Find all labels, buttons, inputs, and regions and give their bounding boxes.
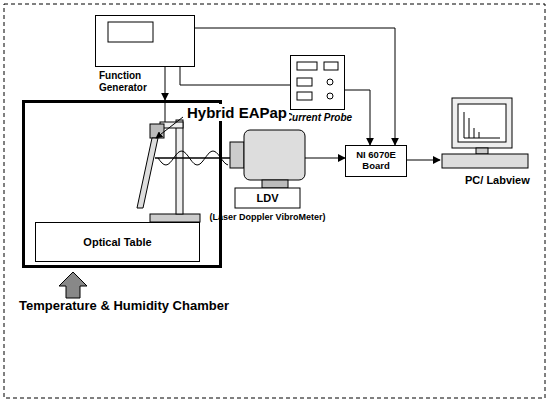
signal-wire <box>180 67 290 85</box>
signal-wire <box>305 158 345 159</box>
computer-icon <box>442 98 528 168</box>
probe-box: Current Probe <box>290 55 345 110</box>
chamber-box: Temperature & Humidity ChamberOptical Ta… <box>22 100 222 268</box>
generator-screen <box>108 22 153 42</box>
node-label: NI 6070E Board <box>348 150 404 172</box>
node-label: Temperature & Humidity Chamber <box>19 299 289 314</box>
part-label: Hybrid EAPap <box>185 104 289 121</box>
outer-frame <box>4 4 545 398</box>
signal-wire <box>165 67 166 100</box>
generator-box: Function Generator <box>95 15 195 67</box>
laser-wave <box>158 151 228 165</box>
eapap-strip <box>137 138 158 208</box>
node-label: Current Probe <box>282 112 355 124</box>
laser-beam <box>155 157 230 159</box>
node-label: (Laser Doppler VibroMeter) <box>198 212 337 222</box>
leader-line <box>156 117 183 138</box>
computer: PC/ Labview <box>440 98 530 170</box>
signal-wire <box>195 28 395 145</box>
ldv-unit: LDV(Laser Doppler VibroMeter) <box>230 130 305 208</box>
node-label: PC/ Labview <box>465 174 545 187</box>
probe-controls <box>297 62 338 100</box>
ldv-device <box>230 130 305 208</box>
signal-wire <box>407 160 440 161</box>
table-box: Optical Table <box>35 222 200 262</box>
block-arrow <box>59 272 87 298</box>
node-label: Function Generator <box>99 70 155 93</box>
node-label: Optical Table <box>83 236 151 249</box>
daq-board: NI 6070E Board <box>345 145 407 177</box>
node-label: LDV <box>235 188 300 208</box>
